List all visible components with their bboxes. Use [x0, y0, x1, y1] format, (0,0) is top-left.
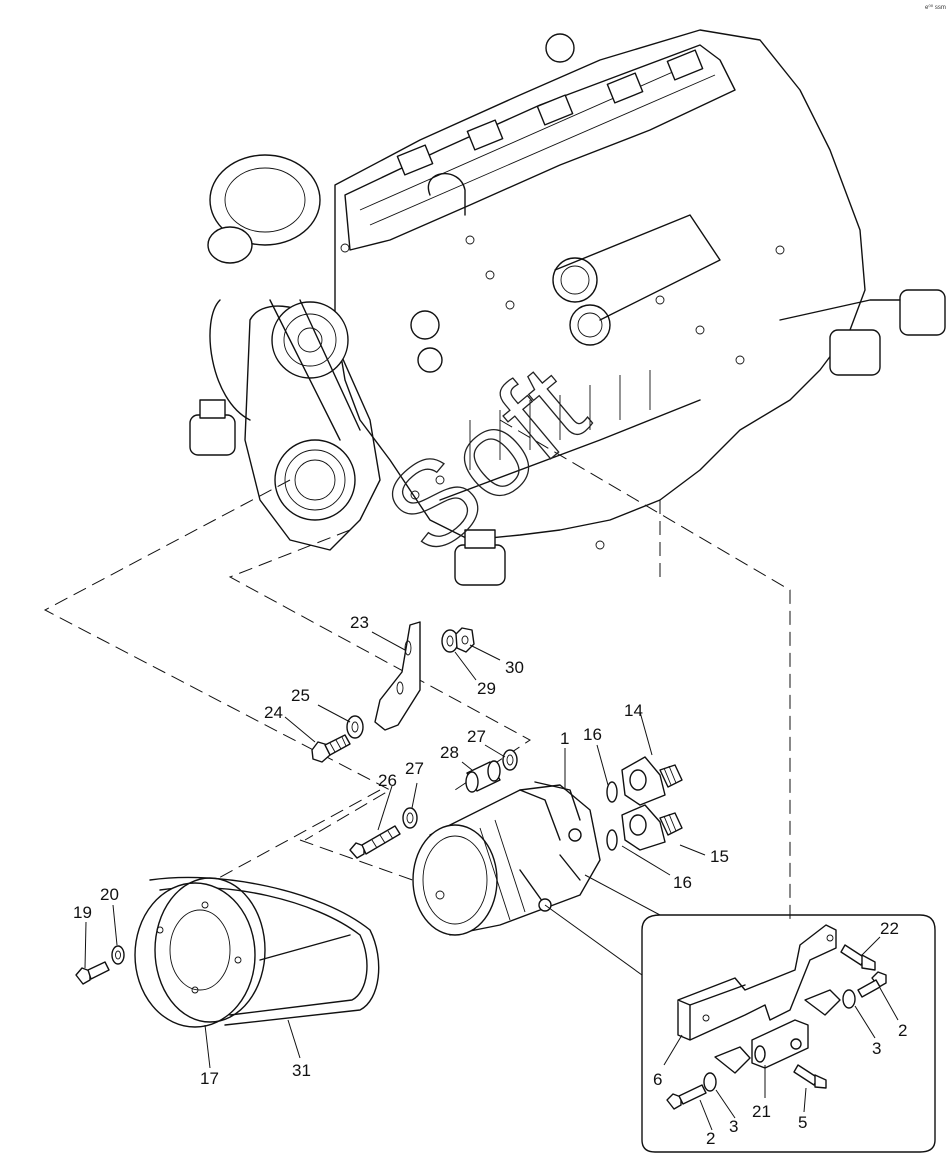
callout-1: 1: [560, 729, 569, 748]
callout-22: 22: [880, 919, 899, 938]
callout-24: 24: [264, 703, 283, 722]
pulley-belt: [75, 876, 380, 1028]
callout-19: 19: [73, 903, 92, 922]
injector-row: [396, 49, 704, 176]
detail-inset: [544, 874, 936, 1153]
compressor: [412, 781, 601, 936]
callout-28: 28: [440, 743, 459, 762]
callout-27b: 27: [405, 759, 424, 778]
callout-16a: 16: [583, 725, 602, 744]
callout-23: 23: [350, 613, 369, 632]
fittings: [606, 756, 683, 851]
callout-30: 30: [505, 658, 524, 677]
callout-20: 20: [100, 885, 119, 904]
callout-17: 17: [200, 1069, 219, 1088]
callout-15: 15: [710, 847, 729, 866]
callout-27a: 27: [467, 727, 486, 746]
leader-lines: [84, 631, 899, 1131]
callout-29: 29: [477, 679, 496, 698]
callout-5: 5: [798, 1113, 807, 1132]
engine-assembly: [189, 29, 946, 586]
callout-6: 6: [653, 1070, 662, 1089]
callout-21: 21: [752, 1102, 771, 1121]
callout-2a: 2: [898, 1021, 907, 1040]
corner-code: e⁰⁰ ssm: [925, 4, 946, 11]
callout-labels: 1 14 15 16 16 23 30 29 25 24 27 28 26 27…: [73, 613, 907, 1148]
callout-16b: 16: [673, 873, 692, 892]
callout-26: 26: [378, 771, 397, 790]
callout-2b: 2: [706, 1129, 715, 1148]
bracket-assembly: [311, 621, 475, 763]
callout-31: 31: [292, 1061, 311, 1080]
callout-3b: 3: [729, 1117, 738, 1136]
watermark: Soft: [361, 340, 611, 580]
callout-14: 14: [624, 701, 643, 720]
spacer-assembly: [349, 749, 518, 859]
callout-3a: 3: [872, 1039, 881, 1058]
callout-25: 25: [291, 686, 310, 705]
